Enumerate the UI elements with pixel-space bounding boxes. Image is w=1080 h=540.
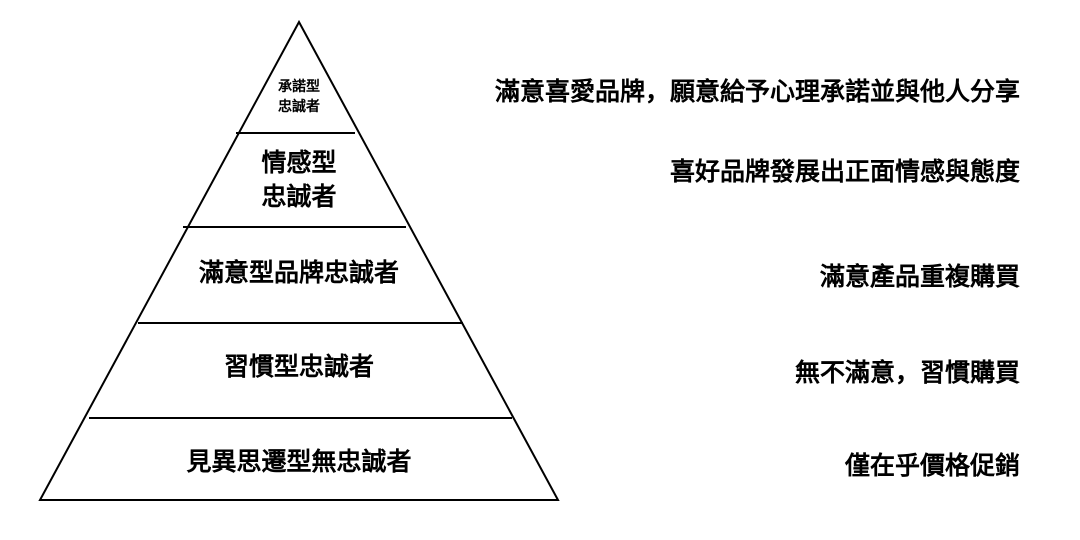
description-habitual: 無不滿意，習慣購買	[794, 358, 1020, 387]
tier-label-satisfied: 滿意型品牌忠誠者	[198, 258, 400, 287]
pyramid-outline	[38, 19, 560, 501]
description-satisfied: 滿意產品重複購買	[819, 262, 1020, 291]
tier-label-committed: 承諾型 忠誠者	[278, 79, 320, 115]
tier-label-emotional: 情感型 忠誠者	[261, 148, 337, 211]
description-committed: 滿意喜愛品牌，願意給予心理承諾並與他人分享	[494, 77, 1020, 106]
description-switcher: 僅在乎價格促銷	[844, 451, 1020, 480]
description-emotional: 喜好品牌發展出正面情感與態度	[669, 157, 1020, 186]
tier-label-switcher: 見異思遷型無忠誠者	[186, 447, 412, 476]
tier-label-habitual: 習慣型忠誠者	[223, 352, 375, 381]
